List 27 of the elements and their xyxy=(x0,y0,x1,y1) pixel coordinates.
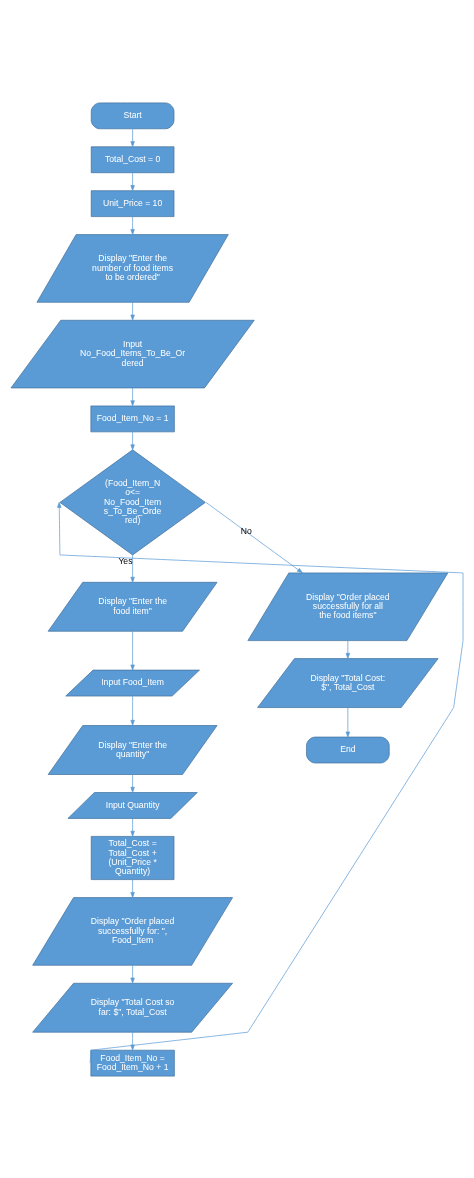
arrow xyxy=(130,431,135,450)
arrow xyxy=(130,387,135,406)
arrow xyxy=(130,301,135,320)
edge-label: Yes xyxy=(118,555,133,566)
node-box: Unit_Price = 10 xyxy=(90,189,175,217)
arrow xyxy=(345,706,350,737)
arrow xyxy=(57,501,464,1063)
arrow xyxy=(130,878,135,898)
node-box: End xyxy=(306,736,390,763)
node-box: Start xyxy=(90,102,175,129)
node-box: Total_Cost = 0 xyxy=(90,145,175,173)
arrow xyxy=(130,554,135,583)
arrow xyxy=(345,639,350,659)
arrow xyxy=(130,773,135,793)
arrow xyxy=(205,501,303,573)
arrow xyxy=(130,964,135,983)
arrow xyxy=(130,1031,135,1050)
arrow xyxy=(130,695,135,726)
node-box: Food_Item_No = 1 xyxy=(90,405,175,432)
arrow xyxy=(130,128,135,147)
arrow xyxy=(130,171,135,191)
arrow xyxy=(130,216,135,235)
node-box: Total_Cost = Total_Cost + (Unit_Price * Quantity) xyxy=(90,835,175,880)
arrow xyxy=(130,630,135,670)
node-box: Food_Item_No = Food_Item_No + 1 xyxy=(90,1049,175,1076)
arrow xyxy=(130,817,135,837)
edge-label: No xyxy=(240,525,252,536)
